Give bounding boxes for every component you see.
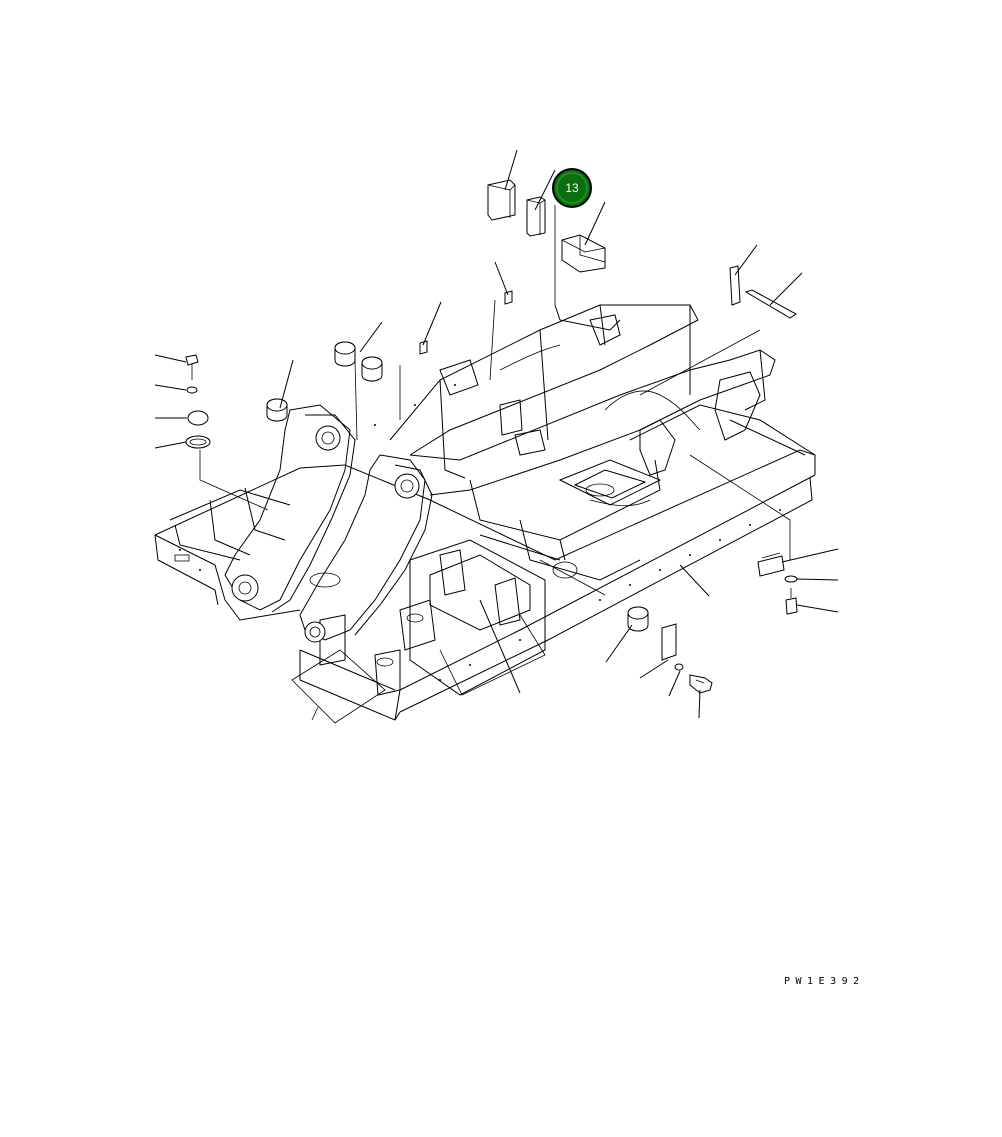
revolving-frame-drawing bbox=[154, 304, 816, 721]
drawing-code-label: PW1E392 bbox=[784, 976, 865, 987]
callout-13-marker[interactable]: 13 bbox=[552, 168, 592, 208]
callout-circle[interactable] bbox=[552, 168, 592, 208]
bolt-stack-right bbox=[757, 552, 798, 615]
callout-number: 13 bbox=[565, 181, 579, 195]
exploded-parts bbox=[185, 179, 798, 694]
callout-ring bbox=[556, 172, 588, 204]
bolt-stack-left bbox=[185, 354, 211, 449]
rivet-dots bbox=[179, 384, 781, 681]
leader-lines bbox=[154, 149, 839, 724]
bushing-pair bbox=[334, 341, 383, 382]
